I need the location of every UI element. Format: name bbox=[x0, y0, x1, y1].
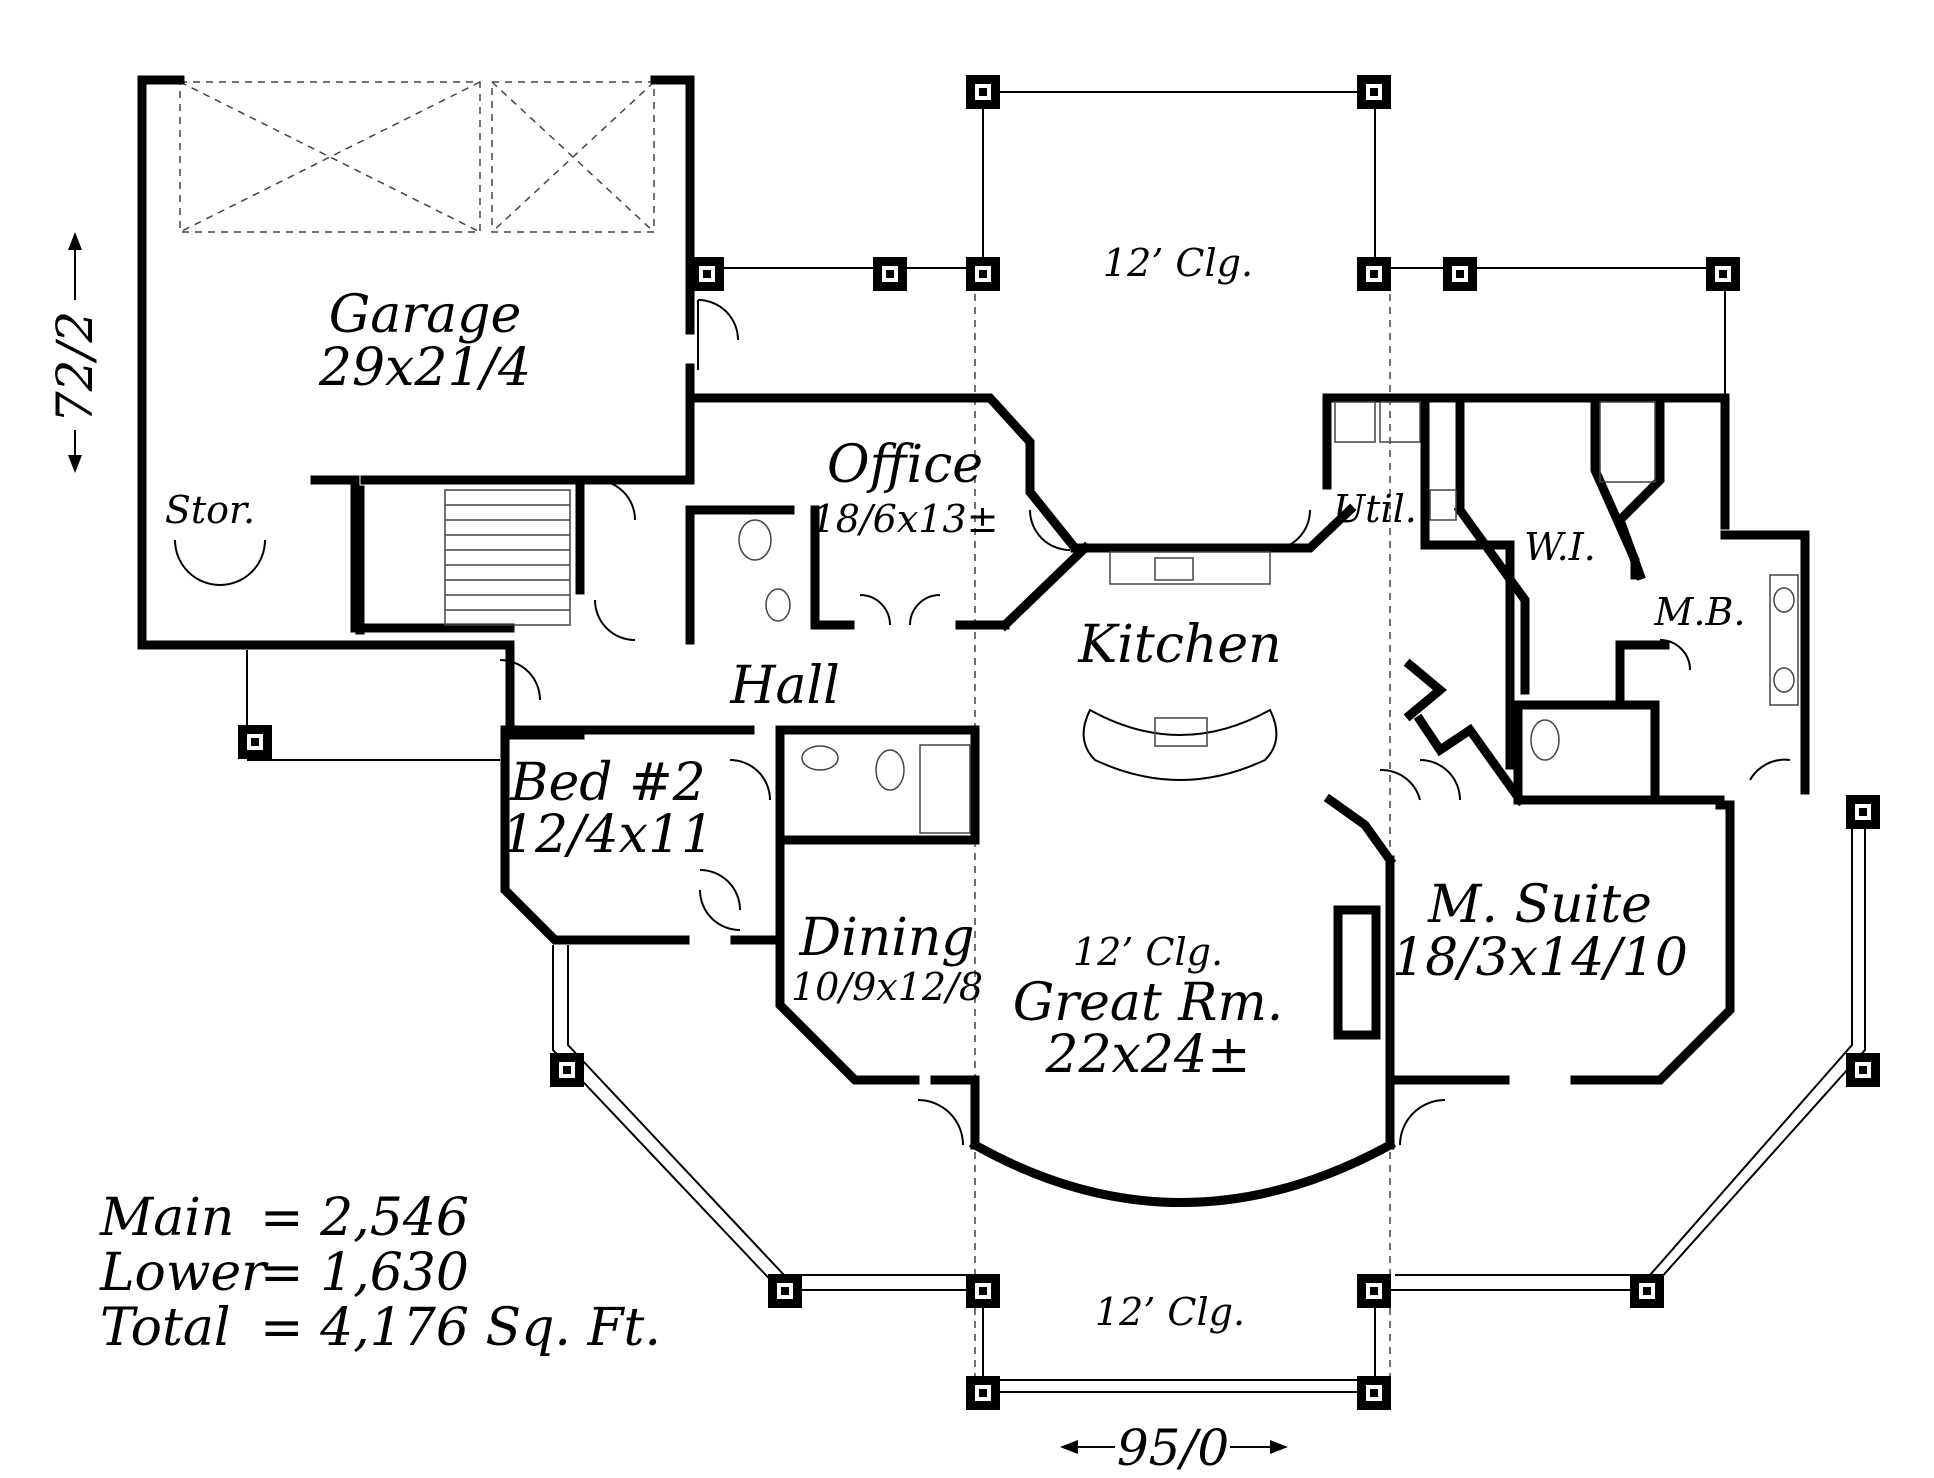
porch-post bbox=[1846, 1053, 1880, 1087]
porch-posts bbox=[238, 75, 1880, 1410]
porch-post bbox=[966, 75, 1000, 109]
great-room-ceiling: 12’ Clg. bbox=[1073, 930, 1223, 974]
porch-post bbox=[238, 725, 272, 759]
porch-post bbox=[1357, 75, 1391, 109]
master-suite-size: 18/3x14/10 bbox=[1392, 928, 1688, 988]
kitchen-island bbox=[1082, 708, 1278, 781]
great-room-size: 22x24± bbox=[1044, 1025, 1250, 1085]
area-main-value: = 2,546 bbox=[260, 1188, 469, 1248]
storage-name: Stor. bbox=[165, 488, 255, 532]
hall-name: Hall bbox=[729, 656, 840, 716]
fixtures bbox=[444, 401, 1799, 834]
porch-post bbox=[1706, 257, 1740, 291]
depth-dimension: 72/2 bbox=[46, 311, 104, 423]
area-total-value: = 4,176 Sq. Ft. bbox=[260, 1298, 661, 1358]
area-main-label: Main bbox=[99, 1188, 234, 1248]
porch-post bbox=[1357, 1274, 1391, 1308]
porch-post bbox=[690, 257, 724, 291]
area-summary: Main = 2,546 Lower = 1,630 Total = 4,176… bbox=[99, 1188, 661, 1358]
garage-size: 29x21/4 bbox=[318, 338, 531, 398]
door-swings bbox=[174, 299, 1791, 1146]
area-total-label: Total bbox=[100, 1298, 230, 1358]
porch-post bbox=[1443, 257, 1477, 291]
porch-post bbox=[768, 1274, 802, 1308]
master-suite-name: M. Suite bbox=[1427, 875, 1652, 935]
room-labels: Garage 29x21/4 Stor. Office 18/6x13± 12’… bbox=[165, 241, 1746, 1334]
area-lower-label: Lower bbox=[99, 1243, 269, 1303]
porch-post bbox=[1357, 1376, 1391, 1410]
garage-door-outlines bbox=[179, 81, 655, 233]
dining-name: Dining bbox=[798, 908, 974, 968]
kitchen-name: Kitchen bbox=[1077, 615, 1281, 675]
office-size: 18/6x13± bbox=[812, 497, 999, 541]
dimension-arrows bbox=[68, 232, 1288, 1454]
area-lower-value: = 1,630 bbox=[260, 1243, 469, 1303]
porch-post bbox=[1357, 257, 1391, 291]
porch-post bbox=[1630, 1274, 1664, 1308]
porch-post bbox=[966, 1376, 1000, 1410]
great-room-name: Great Rm. bbox=[1013, 973, 1284, 1033]
bed2-size: 12/4x11 bbox=[502, 805, 714, 865]
porch-post bbox=[873, 257, 907, 291]
porch-post bbox=[550, 1053, 584, 1087]
walls bbox=[137, 75, 1810, 1207]
utility-name: Util. bbox=[1333, 487, 1417, 531]
dining-size: 10/9x12/8 bbox=[791, 965, 983, 1009]
porch-post bbox=[966, 257, 1000, 291]
walk-in-name: W.I. bbox=[1524, 525, 1596, 569]
porch-post bbox=[966, 1274, 1000, 1308]
porch-post bbox=[1846, 795, 1880, 829]
garage-name: Garage bbox=[329, 285, 521, 345]
width-dimension: 95/0 bbox=[1117, 1419, 1229, 1477]
master-bath-name: M.B. bbox=[1654, 590, 1746, 634]
front-porch-ceiling: 12’ Clg. bbox=[1103, 241, 1253, 285]
bed2-name: Bed #2 bbox=[509, 753, 705, 813]
stairs bbox=[444, 489, 571, 626]
rear-porch-ceiling: 12’ Clg. bbox=[1095, 1290, 1245, 1334]
office-name: Office bbox=[827, 435, 983, 495]
